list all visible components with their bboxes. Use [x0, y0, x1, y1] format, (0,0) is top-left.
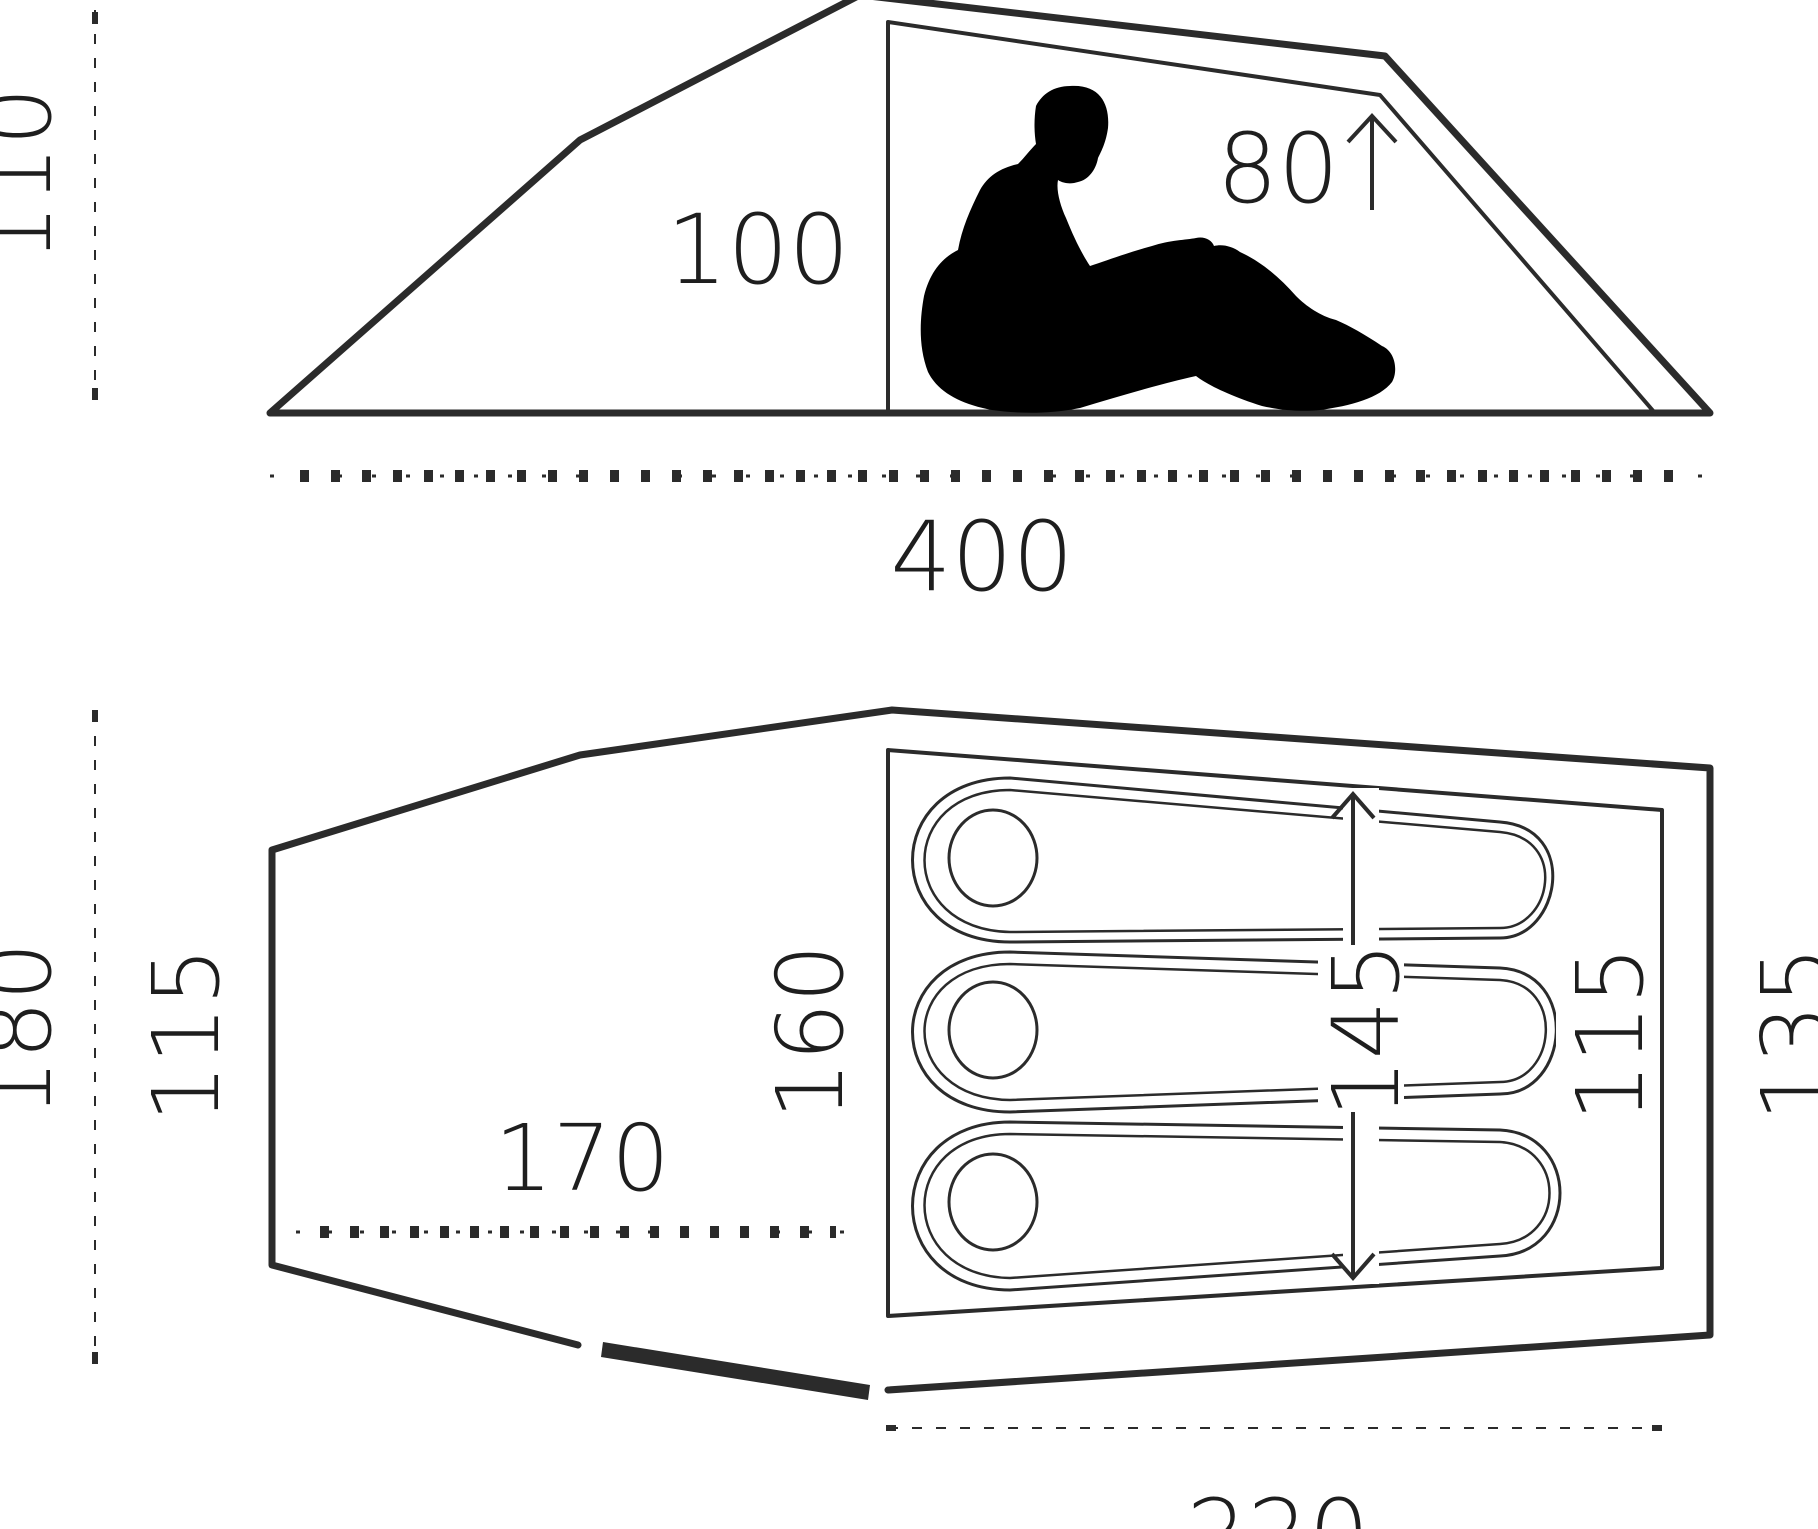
- width-dimension-tick-bottom: [92, 1352, 98, 1364]
- double-arrow-icon: [1330, 790, 1376, 1282]
- up-arrow-icon: [1346, 113, 1398, 210]
- height-dimension-tick-bottom: [92, 388, 98, 400]
- inner-length-tick-left: [886, 1425, 896, 1431]
- person-silhouette-icon: [920, 85, 1396, 413]
- door-width-label: 160: [757, 944, 864, 1120]
- sleeping-pad: [911, 776, 1555, 944]
- sleeping-pad: [911, 950, 1558, 1114]
- foot-label-knockout: [1556, 960, 1636, 1110]
- floor-plan: 180 115 160 170: [0, 706, 1818, 1529]
- pillow-icon: [947, 980, 1039, 1080]
- vestibule-depth-label: 170: [494, 1105, 670, 1212]
- dimension-label-knockout: [1318, 958, 1404, 1108]
- inner-width-center-label: 145: [1313, 942, 1420, 1118]
- total-width-label: 180: [0, 942, 72, 1118]
- inner-height-label: 100: [666, 194, 849, 306]
- pillow-icon: [947, 1152, 1039, 1252]
- width-dimension-tick-top: [92, 710, 98, 722]
- side-view: 110 100 80 400: [0, 0, 1714, 613]
- length-label: 400: [890, 501, 1073, 613]
- side-outer-profile: [266, 0, 1714, 417]
- inner-length-tick-right: [1652, 1425, 1662, 1431]
- inner-tent-outline: [886, 748, 1664, 1318]
- pillow-icon: [947, 808, 1039, 908]
- vestibule-width-label: 115: [133, 947, 240, 1123]
- door-zipper: [601, 1342, 870, 1400]
- height-dimension-tick-top: [92, 12, 98, 24]
- headroom-label: 80: [1217, 113, 1339, 225]
- sleeping-pad: [911, 1120, 1562, 1292]
- outer-width-foot-label: 135: [1742, 946, 1818, 1122]
- inner-width-foot-label: 115: [1557, 946, 1664, 1122]
- side-inner-profile: [886, 20, 1657, 415]
- inner-length-label: 220: [1186, 1479, 1369, 1529]
- total-height-label: 110: [0, 87, 72, 263]
- floor-outer-outline: [268, 706, 1714, 1394]
